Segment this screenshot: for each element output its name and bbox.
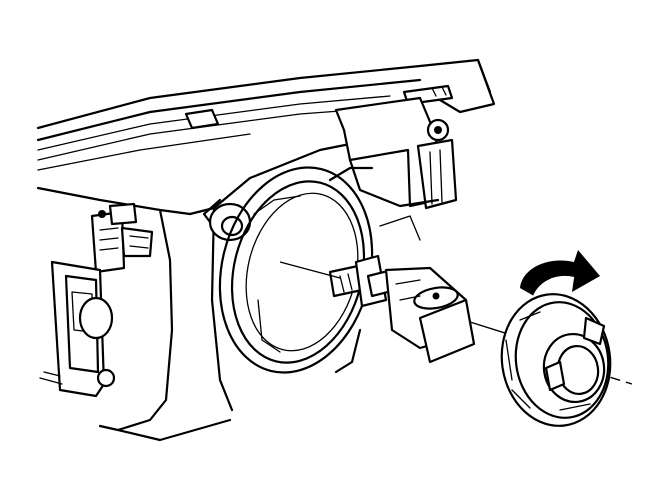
socket-retaining-ring bbox=[500, 293, 612, 427]
curved-arrow-icon bbox=[520, 250, 600, 297]
mounting-bracket-right bbox=[334, 96, 458, 241]
headlamp-bulb bbox=[328, 254, 476, 364]
left-bracket-clip bbox=[39, 202, 154, 398]
